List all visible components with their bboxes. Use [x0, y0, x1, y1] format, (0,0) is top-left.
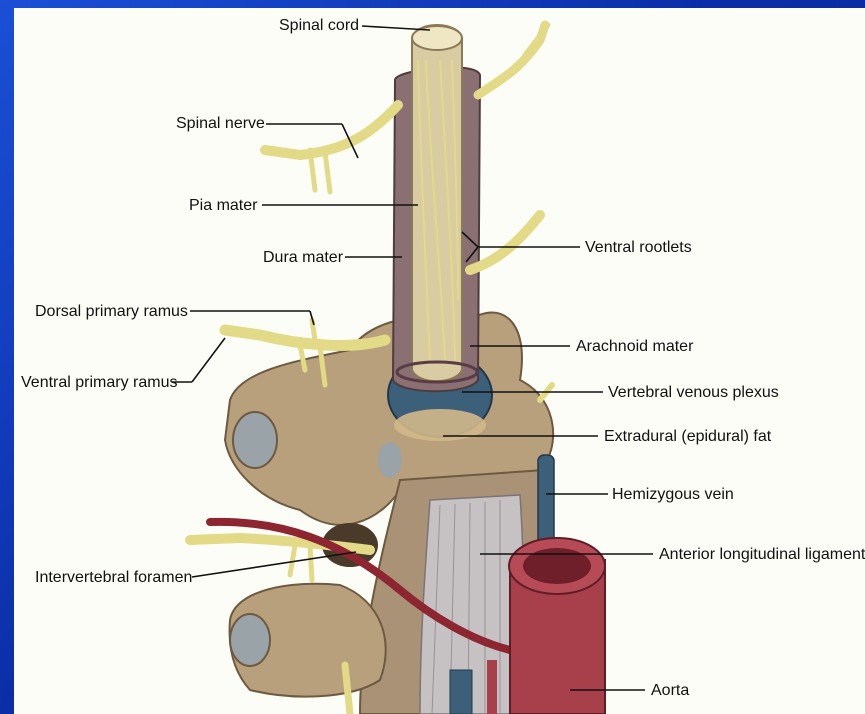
- label-pia-mater: Pia mater: [189, 197, 258, 214]
- spinal-nerve: [265, 105, 398, 155]
- small-vein: [450, 670, 472, 714]
- label-ventral-rootlets: Ventral rootlets: [585, 239, 692, 256]
- ventral-rootlets-nerve: [470, 215, 540, 270]
- label-anterior-longitudinal-ligament: Anterior longitudinal ligament: [659, 546, 865, 563]
- label-arachnoid-mater: Arachnoid mater: [576, 338, 694, 355]
- label-ventral-primary-ramus: Ventral primary ramus: [21, 374, 178, 391]
- hemizygous-vein: [538, 455, 554, 545]
- small-artery: [487, 660, 497, 714]
- label-dorsal-primary-ramus: Dorsal primary ramus: [35, 303, 188, 320]
- label-dura-mater: Dura mater: [263, 249, 344, 266]
- rib-facet: [378, 442, 402, 478]
- label-aorta: Aorta: [651, 682, 689, 699]
- label-spinal-cord: Spinal cord: [279, 17, 359, 34]
- spinal-cord-column: [393, 25, 480, 391]
- lower-process-cap: [230, 614, 270, 666]
- bottom-nerve-stub: [345, 665, 350, 714]
- label-vertebral-venous-plexus: Vertebral venous plexus: [608, 384, 779, 401]
- label-hemizygous-vein: Hemizygous vein: [612, 486, 734, 503]
- label-spinal-nerve: Spinal nerve: [176, 115, 265, 132]
- label-extradural-fat: Extradural (epidural) fat: [604, 428, 772, 445]
- upper-process-cap: [233, 412, 277, 468]
- label-intervertebral-foramen: Intervertebral foramen: [35, 569, 192, 586]
- upper-right-nerve: [478, 25, 545, 95]
